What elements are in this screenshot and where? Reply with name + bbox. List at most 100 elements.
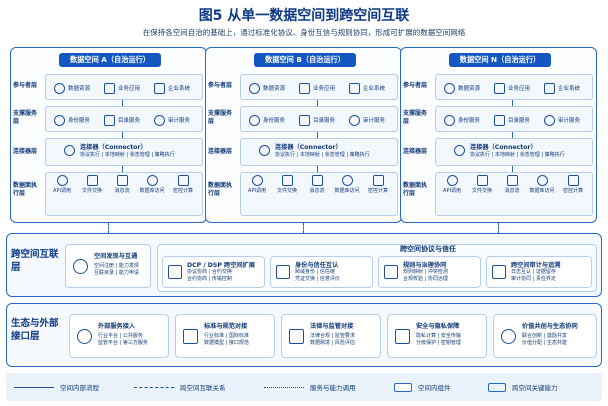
exec-label: 文件交换 (471, 188, 492, 194)
grid-icon (299, 82, 310, 94)
audit-icon (349, 114, 360, 126)
connector-box: 连接器（Connector） 协议执行 | 本地映射 | 状态管理 | 策略执行 (435, 138, 593, 166)
participant-business-app: 业务应用 (299, 78, 335, 98)
exec-file: 文件交换 (274, 175, 300, 194)
connector-layer: 连接器层 连接器（Connector） 协议执行 | 本地映射 | 状态管理 |… (403, 138, 594, 166)
audit-sub: 日志互认 | 证据留存 (511, 269, 556, 275)
connector: 连接器（Connector） 协议执行 | 本地映射 | 状态管理 | 策略执行 (64, 142, 175, 158)
audit-sub: 审计协同 | 责任界定 (511, 276, 556, 282)
legend-internal-flow: 空间内部流程 (14, 382, 99, 392)
tile-label: 企业系统 (363, 86, 386, 92)
dcp-title: DCP / DSP 跨空间扩展 (187, 262, 255, 269)
exec-database: 数据库访问 (139, 175, 165, 194)
legend-key-capability: 跨空间关键能力 (488, 382, 558, 392)
interconnection-layer: 跨空间互联层 空间发现与互通 空间注册 | 能力发现 互联目录 | 能力申请 跨… (6, 233, 602, 297)
audit-icon (154, 114, 165, 126)
connector-label: 连接器层 (208, 148, 233, 155)
database-icon (249, 82, 260, 94)
legend-label: 跨空间关键能力 (512, 384, 558, 392)
participant-business-app: 业务应用 (494, 78, 530, 98)
tile-label: 企业系统 (558, 86, 581, 92)
rules-sub: 规则映射 | 冲突检测 (403, 269, 448, 275)
participant-business-app: 业务应用 (104, 78, 140, 98)
identity-sub: 跨域身份 | 信任链 (295, 269, 335, 275)
flow-arrow (317, 132, 318, 138)
legend: 空间内部流程 跨空间互联关系 服务与能力调用 空间内组件 跨空间关键能力 (6, 373, 602, 401)
identity-title: 身份与信任互认 (295, 262, 339, 269)
ecolayer-label: 生态与外部接口层 (11, 318, 59, 342)
execution-label: 数据面执行层 (13, 182, 38, 197)
exec-compute: 密控计算 (560, 175, 586, 194)
exec-label: 密控计算 (367, 188, 388, 194)
tile-label: 业务应用 (313, 86, 336, 92)
security-privacy-chip: 安全与隐私保障 隐私计算 | 安全传输 分级保护 | 密钥管理 (387, 314, 487, 358)
plug-icon (64, 144, 75, 156)
support-identity: 身份服务 (54, 110, 90, 130)
book-icon (183, 329, 198, 344)
exec-label: 消息流 (114, 188, 130, 194)
audit-title: 跨空间审计与追溯 (511, 262, 561, 269)
exec-label: API调用 (248, 188, 266, 194)
exec-label: API调用 (443, 188, 461, 194)
tile-label: 目录服务 (313, 118, 336, 124)
tile-label: 身份服务 (263, 118, 286, 124)
space-a-link (108, 223, 109, 233)
participants-box: 数据资源 业务应用 企业系统 (240, 74, 398, 100)
exec-label: 密控计算 (562, 188, 583, 194)
participant-data-resource: 数据资源 (54, 78, 90, 98)
audit-icon (544, 114, 555, 126)
eco-sub: 隐私计算 | 安全传输 (416, 333, 461, 339)
support-audit: 审计服务 (349, 110, 385, 130)
connector-label: 连接器层 (13, 148, 38, 155)
eco-sub: 分级保护 | 密钥管理 (416, 340, 461, 346)
tile-label: 审计服务 (168, 118, 191, 124)
flow-arrow (512, 166, 513, 172)
exec-label: 文件交换 (276, 188, 297, 194)
plug-icon (259, 144, 270, 156)
mail-icon (116, 175, 128, 186)
eco-title: 法律与监管对接 (310, 323, 354, 330)
folder-icon (476, 175, 488, 186)
support-label: 支撑服务层 (208, 110, 233, 125)
tile-label: 数据资源 (263, 86, 286, 92)
external-service-chip: 外部服务接入 行业平台 | 公共服务 监管平台 | 第三方服务 (69, 314, 169, 358)
dcp-sub: 合约协商 | 传输控制 (187, 276, 232, 282)
discovery-sub: 空间注册 | 能力发现 (94, 263, 139, 269)
support-box: 身份服务 目录服务 审计服务 (435, 106, 593, 132)
tile-label: 身份服务 (458, 118, 481, 124)
exec-database: 数据库访问 (334, 175, 360, 194)
exec-compute: 密控计算 (170, 175, 196, 194)
legend-label: 服务与能力调用 (310, 384, 356, 392)
connector: 连接器（Connector） 协议执行 | 本地映射 | 状态管理 | 策略执行 (259, 142, 370, 158)
connector-sub: 协议执行 | 本地映射 | 状态管理 | 策略执行 (470, 152, 565, 158)
data-space-n: 数据空间 N（自治运行） 参与者层 数据资源 业务应用 企业系统 支撑服务层 身… (400, 47, 597, 223)
flow-arrow (122, 166, 123, 172)
audit-trace-chip: 跨空间审计与追溯 日志互认 | 证据留存 审计协同 | 责任界定 (486, 256, 592, 288)
space-n-link (498, 223, 499, 233)
support-box: 身份服务 目录服务 审计服务 (45, 106, 203, 132)
database-icon (536, 175, 548, 186)
tile-label: 目录服务 (508, 118, 531, 124)
grid-icon (494, 82, 505, 94)
participants-label: 参与者层 (13, 82, 38, 89)
building-icon (349, 82, 360, 94)
exec-label: API调用 (53, 188, 71, 194)
exec-label: 数据库访问 (139, 188, 165, 194)
exec-label: 密控计算 (172, 188, 193, 194)
eco-title: 安全与隐私保障 (416, 323, 460, 330)
database-icon (146, 175, 158, 186)
connector-sub: 协议执行 | 本地映射 | 状态管理 | 策略执行 (275, 152, 370, 158)
participants-box: 数据资源 业务应用 企业系统 (435, 74, 593, 100)
rules-title: 规则与治理协同 (403, 262, 447, 269)
exec-file: 文件交换 (469, 175, 495, 194)
tile-label: 身份服务 (68, 118, 91, 124)
participants-label: 参与者层 (403, 82, 428, 89)
tile-label: 目录服务 (118, 118, 141, 124)
support-box: 身份服务 目录服务 审计服务 (240, 106, 398, 132)
user-icon (54, 114, 65, 126)
diagram-title: 图5 从单一数据空间到跨空间互联 (198, 8, 410, 24)
connector-box: 连接器（Connector） 协议执行 | 本地映射 | 状态管理 | 策略执行 (45, 138, 203, 166)
user-icon (249, 114, 260, 126)
execution-layer: 数据面执行层 API调用 文件交换 消息流 数据库访问 密控计算 (13, 172, 204, 216)
connector-title: 连接器（Connector） (80, 144, 147, 151)
